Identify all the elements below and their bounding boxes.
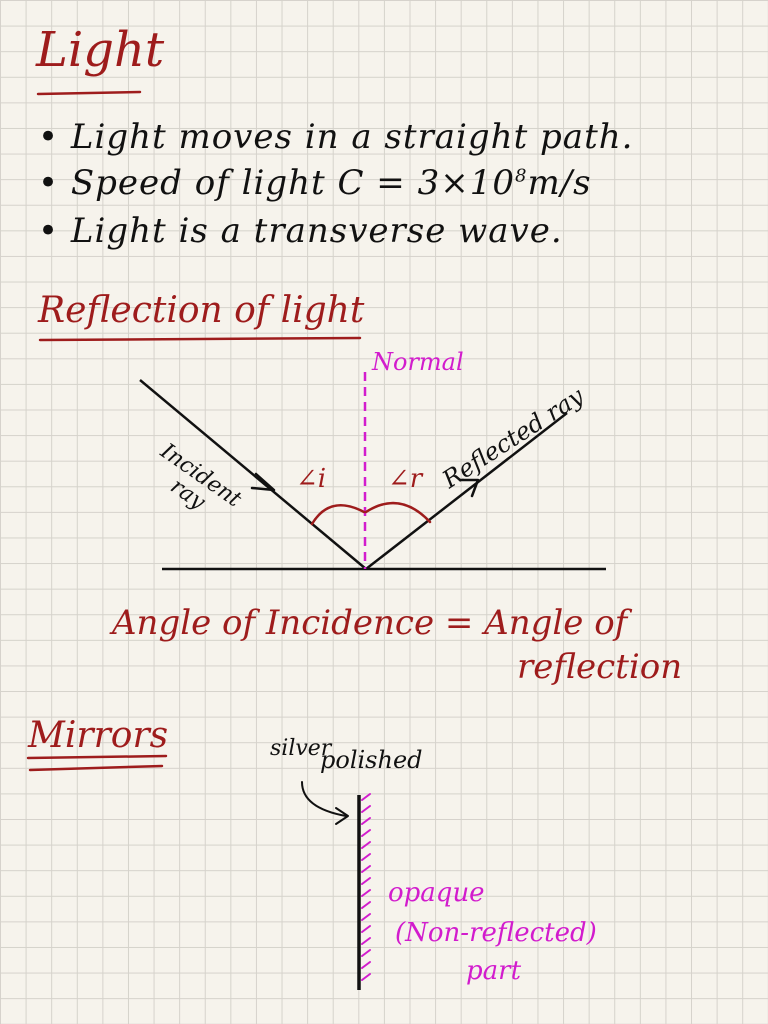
title-underline (36, 90, 142, 96)
silver-pointer-arrow (301, 781, 347, 817)
mirror-hatch-mark (361, 817, 371, 825)
normal-label: Normal (372, 348, 464, 376)
mirror-hatch-mark (361, 793, 371, 801)
mirror-hatch-mark (361, 913, 371, 921)
mirror-hatch-mark (361, 925, 371, 933)
reflection-heading: Reflection of light (38, 290, 365, 331)
mirror-hatch-mark (361, 949, 371, 957)
mirror-hatch-mark (361, 961, 371, 969)
bullet-speed-of-light: • Speed of light C = 3×108m/s (38, 166, 592, 200)
mirrors-underline-2 (28, 764, 164, 772)
mirrors-underline-1 (26, 754, 168, 760)
non-reflected-label: (Non-reflected) (395, 918, 597, 948)
mirrors-heading: Mirrors (28, 715, 169, 756)
silver-label: silver (270, 736, 332, 761)
speed-exponent: 8 (514, 165, 528, 187)
angle-r-label: ∠r (388, 464, 423, 494)
part-label: part (466, 956, 522, 986)
bullet-straight-path: • Light moves in a straight path. (38, 117, 634, 157)
mirror-hatch-mark (361, 973, 371, 981)
reflection-heading-underline (38, 336, 362, 342)
incident-ray-arrow (250, 472, 276, 492)
silver-pointer-arrowhead (335, 807, 349, 825)
law-of-reflection-line2: reflection (517, 647, 683, 687)
polished-label: polished (320, 746, 423, 774)
angle-i-arc (310, 504, 366, 526)
page-title: Light (36, 22, 165, 78)
mirror-hatch-mark (361, 865, 371, 873)
mirror-hatch-mark (361, 829, 371, 837)
mirror-hatch-mark (361, 805, 371, 813)
bullet-speed-text: • Speed of light C = 3×10 (38, 163, 515, 203)
speed-unit: m/s (527, 163, 592, 203)
opaque-label: opaque (388, 878, 485, 908)
reflected-ray (365, 412, 568, 570)
law-of-reflection-line1: Angle of Incidence = Angle of (112, 603, 628, 643)
bullet-transverse-wave: • Light is a transverse wave. (38, 211, 563, 251)
mirror-hatch-mark (361, 901, 371, 909)
angle-r-arc (364, 501, 432, 524)
mirror-hatch-mark (361, 877, 371, 885)
mirror-hatch-mark (361, 841, 371, 849)
mirror-hatching (361, 793, 371, 981)
reflected-ray-arrow (458, 478, 480, 498)
mirror-hatch-mark (361, 937, 371, 945)
angle-i-label: ∠i (296, 464, 327, 494)
incident-ray (139, 379, 367, 570)
mirror-hatch-mark (361, 853, 371, 861)
mirror-hatch-mark (361, 889, 371, 897)
